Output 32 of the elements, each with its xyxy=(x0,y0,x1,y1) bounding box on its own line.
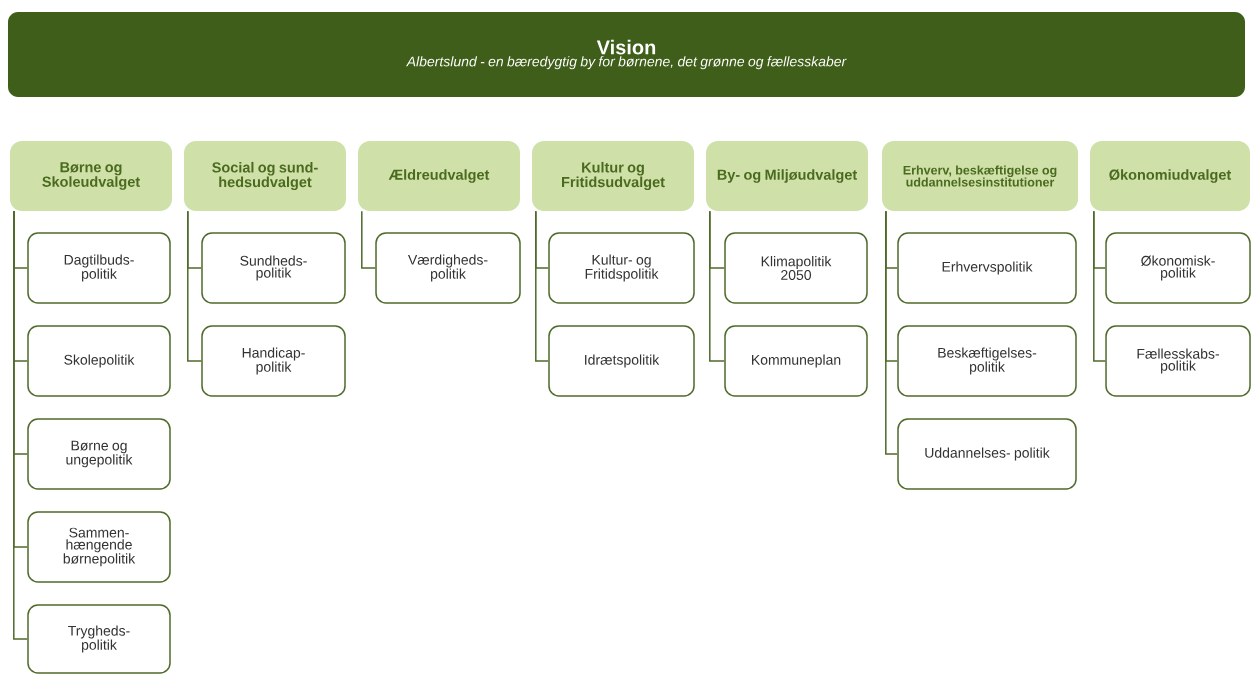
committee-box: Økonomiudvalget xyxy=(1090,141,1250,211)
policy-box: Sundheds- politik xyxy=(201,232,346,304)
committee-box: Kultur og Fritidsudvalget xyxy=(532,141,694,211)
connector-line xyxy=(709,210,725,362)
policy-box: Uddannelses- politik xyxy=(897,418,1077,490)
policy-box: Dagtilbuds- politik xyxy=(27,232,171,304)
policy-box: Værdigheds- politik xyxy=(375,232,521,304)
committee-box: Social og sund- hedsudvalget xyxy=(184,141,346,211)
connector-line xyxy=(885,210,898,455)
policy-box: Fællesskabs- politik xyxy=(1105,325,1251,397)
policy-box: Klimapolitik 2050 xyxy=(724,232,868,304)
policy-box: Kultur- og Fritidspolitik xyxy=(548,232,695,304)
connector-line xyxy=(187,210,202,362)
policy-box: Erhvervspolitik xyxy=(897,232,1077,304)
vision-banner: Vision Albertslund - en bæredygtig by for børnene, det grønne og fællesskaber xyxy=(8,12,1245,97)
connector-line xyxy=(13,210,28,640)
policy-box: Beskæftigelses- politik xyxy=(897,325,1077,397)
connector-line xyxy=(535,210,549,362)
policy-box: Idrætspolitik xyxy=(548,325,695,397)
policy-box: Økonomisk- politik xyxy=(1105,232,1251,304)
committee-box: Erhverv, beskæftigelse og uddannelsesinstitutioner xyxy=(882,141,1078,211)
committee-box: Ældreudvalget xyxy=(358,141,520,211)
connector-line xyxy=(1093,210,1106,362)
policy-box: Handicap- politik xyxy=(201,325,346,397)
policy-box: Trygheds- politik xyxy=(27,604,171,674)
connector-line xyxy=(361,210,376,269)
committee-box: Børne og Skoleudvalget xyxy=(10,141,172,211)
policy-box: Kommuneplan xyxy=(724,325,868,397)
policy-box: Børne og ungepolitik xyxy=(27,418,171,490)
policy-box: Sammen- hængende børnepolitik xyxy=(27,511,171,583)
policy-box: Skolepolitik xyxy=(27,325,171,397)
committee-box: By- og Miljøudvalget xyxy=(706,141,868,211)
